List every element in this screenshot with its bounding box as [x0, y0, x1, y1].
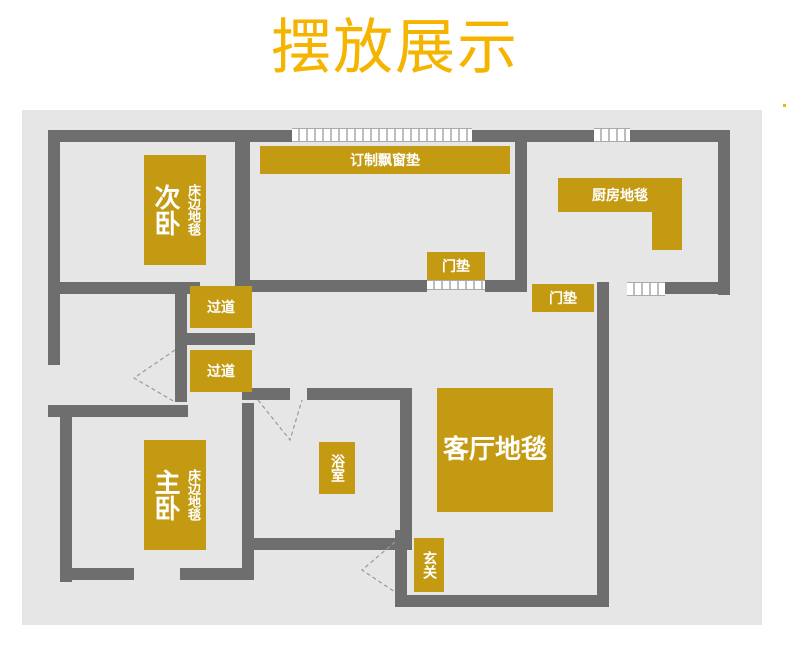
- master-bedroom-rug-label: 床边地毯: [185, 469, 200, 521]
- wall-bath-top-right: [307, 388, 412, 400]
- entrance-rug: 玄关: [414, 538, 444, 592]
- wall-right: [718, 130, 730, 295]
- master-bedroom-rug: 主卧 床边地毯: [144, 440, 206, 550]
- wall-top-mid: [472, 130, 594, 142]
- living-room-rug: 客厅地毯: [437, 388, 553, 512]
- accent-dot: [783, 104, 786, 107]
- wall-master-left: [60, 417, 72, 582]
- hallway-rug-1: 过道: [190, 286, 252, 328]
- second-bedroom-rug: 次卧 床边地毯: [144, 155, 206, 265]
- bathroom-rug: 浴室: [319, 442, 355, 494]
- wall-bath-right: [400, 388, 412, 540]
- wall-bath-top: [242, 388, 290, 400]
- window-top-right: [594, 128, 630, 142]
- wall-top-right: [630, 130, 730, 142]
- wall-hall-left: [175, 282, 187, 402]
- wall-kitchen-bottom: [665, 282, 730, 294]
- master-bedroom-rug-content: 主卧 床边地毯: [150, 469, 200, 521]
- wall-bedroom2-bottom: [60, 282, 200, 294]
- wall-master-bottom-left: [60, 568, 134, 580]
- floor-plan: 订制飘窗垫 厨房地毯 门垫 门垫 过道 过道 浴室 客厅地毯 玄关 次卧 床边地…: [22, 110, 762, 625]
- wall-bay-right: [515, 130, 527, 292]
- window-top-left: [292, 128, 472, 142]
- wall-hall-mid: [187, 333, 255, 345]
- second-bedroom-rug-label: 床边地毯: [185, 184, 200, 236]
- bay-window-mat: 订制飘窗垫: [260, 146, 510, 174]
- door-swing-entrance: [361, 541, 396, 593]
- second-bedroom-rug-content: 次卧 床边地毯: [150, 184, 200, 236]
- door-mat-right: 门垫: [532, 284, 594, 312]
- second-bedroom-name: 次卧: [150, 184, 180, 236]
- door-swing-hall: [132, 349, 176, 403]
- kitchen-rug-label: 厨房地毯: [592, 188, 648, 204]
- wall-bay-left: [240, 142, 250, 292]
- kitchen-rug-leg: [652, 212, 682, 250]
- wall-left-upper: [48, 130, 60, 365]
- hallway-rug-2: 过道: [190, 350, 252, 392]
- door-swings: [132, 349, 396, 593]
- door-swing-bath: [257, 399, 303, 442]
- window-kitchen: [627, 282, 665, 296]
- door-mat-top: 门垫: [427, 252, 485, 280]
- master-bedroom-name: 主卧: [150, 469, 180, 521]
- kitchen-rug: 厨房地毯: [558, 178, 682, 212]
- wall-master-top: [48, 405, 188, 417]
- wall-bottom-right: [395, 595, 609, 607]
- wall-master-right: [242, 403, 254, 580]
- wall-bay-bottom: [240, 280, 427, 292]
- wall-top-left: [48, 130, 292, 142]
- window-door-mat: [427, 280, 485, 290]
- wall-bath-bottom: [254, 538, 412, 550]
- page-title: 摆放展示: [271, 13, 519, 83]
- wall-living-right: [597, 282, 609, 607]
- wall-master-bottom-right: [180, 568, 254, 580]
